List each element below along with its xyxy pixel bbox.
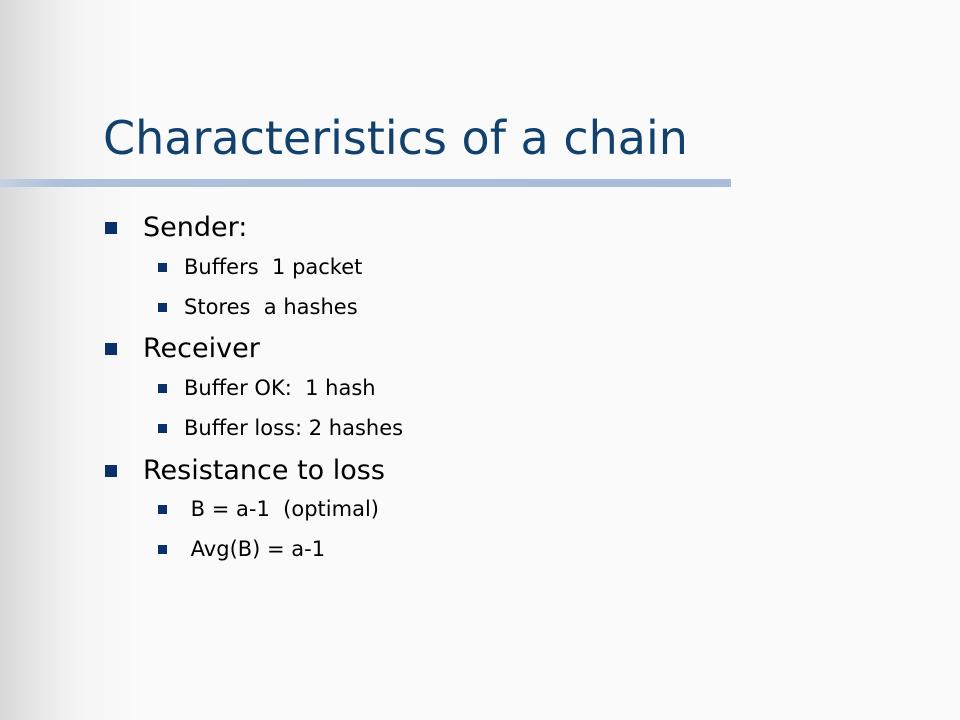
square-bullet-icon (105, 465, 117, 477)
sub-bullet-text: B = a-1 (optimal) (184, 497, 379, 521)
sub-bullet-text: Buffer OK: 1 hash (184, 376, 376, 400)
title-underline (0, 179, 731, 187)
square-bullet-icon (158, 303, 167, 312)
bullet-heading: Resistance to loss (143, 455, 385, 486)
square-bullet-icon (105, 343, 117, 355)
square-bullet-icon (158, 384, 167, 393)
sub-bullet-text: Buffer loss: 2 hashes (184, 416, 404, 440)
bullet-heading: Receiver (143, 333, 260, 364)
sub-bullet-text: Buffers 1 packet (184, 255, 363, 279)
square-bullet-icon (158, 424, 167, 433)
bullet-heading: Sender: (143, 212, 248, 243)
square-bullet-icon (105, 222, 117, 234)
square-bullet-icon (158, 505, 167, 514)
sub-bullet-text: Stores a hashes (184, 295, 358, 319)
slide-title: Characteristics of a chain (103, 111, 688, 165)
square-bullet-icon (158, 545, 167, 554)
sub-bullet-text: Avg(B) = a-1 (184, 537, 326, 561)
square-bullet-icon (158, 263, 167, 272)
